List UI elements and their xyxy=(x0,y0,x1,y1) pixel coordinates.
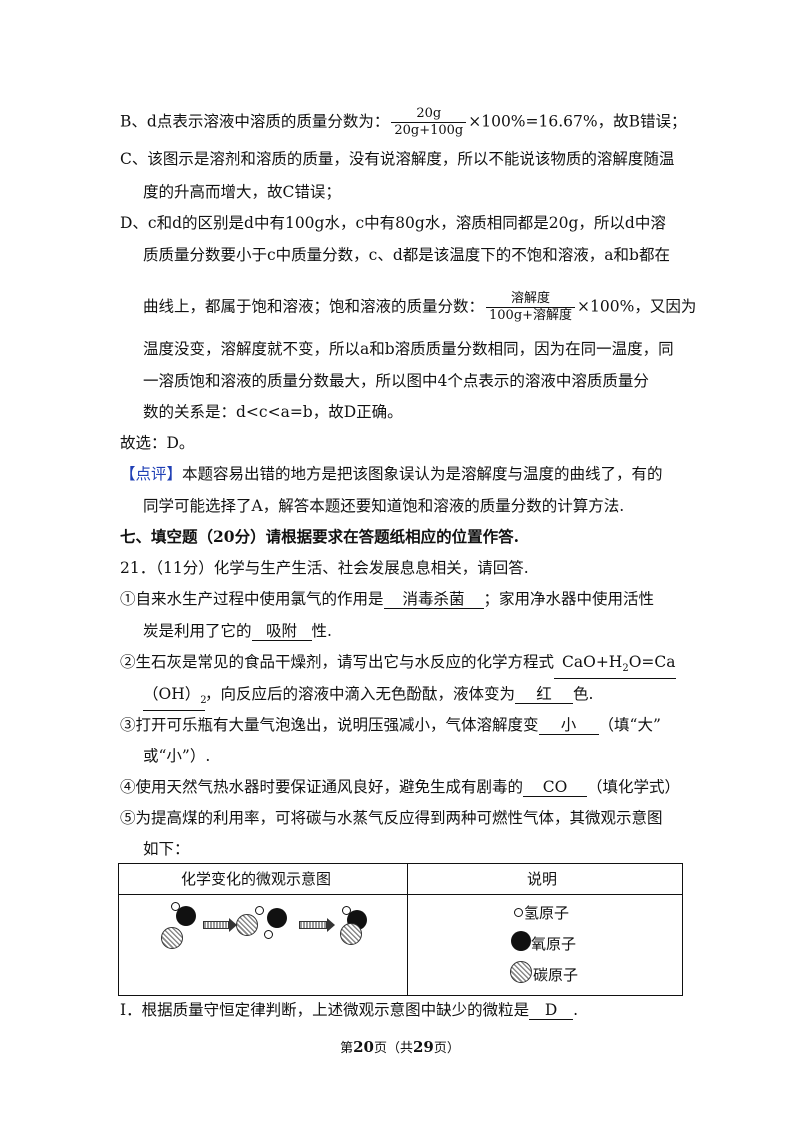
legend-oxygen: 氧原子 xyxy=(531,935,577,953)
table-header-diagram: 化学变化的微观示意图 xyxy=(181,870,332,888)
answer-blank: 红 xyxy=(515,685,574,704)
text: ；家用净水器中使用活性 xyxy=(483,590,655,608)
review-tag: 【点评】 xyxy=(120,465,183,483)
text: O=Ca xyxy=(628,653,676,671)
text: 页（共 xyxy=(373,1041,413,1056)
oxygen-atom-legend-icon xyxy=(511,931,531,951)
table-header-explanation: 说明 xyxy=(527,870,558,888)
page-footer: 第20页（共29页） xyxy=(0,1037,800,1056)
q21-part5-line1: ⑤为提高煤的利用率，可将碳与水蒸气反应得到两种可燃性气体，其微观示意图 xyxy=(120,809,663,827)
option-c-line-2: 度的升高而增大，故C错误； xyxy=(143,183,341,201)
hydrogen-atom xyxy=(342,906,351,915)
text: Ⅰ．根据质量守恒定律判断，上述微观示意图中缺少的微粒是 xyxy=(120,1001,530,1019)
q21-part5-line2: 如下： xyxy=(143,840,190,858)
review-line-1: 【点评】本题容易出错的地方是把该图象误认为是溶解度与温度的曲线了，有的 xyxy=(120,463,663,485)
option-d-line-6: 数的关系是：d<c<a=b，故D正确。 xyxy=(143,403,403,421)
text: （OH） xyxy=(143,685,201,703)
legend-hydrogen: 氢原子 xyxy=(524,904,570,922)
text: B、d点表示溶液中溶质的质量分数为： xyxy=(120,112,390,131)
hydrogen-atom xyxy=(255,906,264,915)
answer-blank: 吸附 xyxy=(251,622,312,641)
text: . xyxy=(573,1001,579,1019)
oxygen-atom xyxy=(267,908,287,928)
option-c-line-1: C、该图示是溶剂和溶质的质量，没有说溶解度，所以不能说该物质的溶解度随温 xyxy=(120,150,675,168)
section-heading: 七、填空题（20分）请根据要求在答题纸相应的位置作答. xyxy=(120,527,519,546)
text: ③打开可乐瓶有大量气泡逸出，说明压强减小，气体溶解度变 xyxy=(120,716,539,734)
q21-part3-line2: 或“小”）. xyxy=(143,747,211,765)
text: ②生石灰是常见的食品干燥剂，请写出它与水反应的化学方程式 xyxy=(120,653,555,671)
option-d-line-5: 一溶质饱和溶液的质量分数最大，所以图中4个点表示的溶液中溶质质量分 xyxy=(143,372,649,390)
carbon-atom xyxy=(161,927,183,949)
text: 色. xyxy=(573,685,594,703)
text: （填化学式） xyxy=(587,778,681,796)
text: 本题容易出错的地方是把该图象误认为是溶解度与温度的曲线了，有的 xyxy=(182,465,663,483)
q21-part3-line1: ③打开可乐瓶有大量气泡逸出，说明压强减小，气体溶解度变小（填“大” xyxy=(120,714,661,736)
legend-carbon: 碳原子 xyxy=(533,966,579,984)
text: ×100%，又因为 xyxy=(577,297,697,316)
reaction-arrow-icon xyxy=(203,918,237,932)
carbon-atom-legend-icon xyxy=(510,961,532,983)
answer-blank: CO xyxy=(523,778,588,797)
answer-blank: （OH）2 xyxy=(143,685,207,712)
page-number: 20 xyxy=(353,1038,374,1056)
oxygen-atom xyxy=(176,906,196,926)
text: ①自来水生产过程中使用氯气的作用是 xyxy=(120,590,384,608)
answer-blank: 消毒杀菌 xyxy=(383,590,484,609)
text: ④使用天然气热水器时要保证通风良好，避免生成有剧毒的 xyxy=(120,778,524,796)
fraction-numerator: 溶解度 xyxy=(486,291,576,308)
option-d-line-4: 温度没变，溶解度就不变，所以a和b溶质质量分数相同，因为在同一温度，同 xyxy=(143,340,674,358)
option-d-line-2: 质质量分数要小于c中质量分数，c、d都是该温度下的不饱和溶液，a和b都在 xyxy=(143,246,670,264)
hydrogen-atom-legend-icon xyxy=(514,908,523,917)
question-21-head: 21．（11分）化学与生产生活、社会发展息息相关，请回答. xyxy=(120,559,529,577)
q21-part1-line1: ①自来水生产过程中使用氯气的作用是消毒杀菌；家用净水器中使用活性 xyxy=(120,588,654,610)
table-divider xyxy=(119,894,682,895)
page-total: 29 xyxy=(413,1038,434,1056)
fraction-denominator: 100g+溶解度 xyxy=(489,308,573,323)
text: 第 xyxy=(340,1041,354,1056)
hydrogen-atom xyxy=(171,902,180,911)
answer-blank: D xyxy=(529,1001,574,1020)
review-line-2: 同学可能选择了A，解答本题还要知道饱和溶液的质量分数的计算方法. xyxy=(143,497,625,515)
carbon-atom xyxy=(340,923,362,945)
answer-choice: 故选：D。 xyxy=(120,434,195,452)
subscript: 2 xyxy=(622,663,629,675)
fraction-denominator: 20g+100g xyxy=(394,123,464,138)
reaction-arrow-icon xyxy=(299,918,335,932)
answer-blank: 小 xyxy=(538,716,599,735)
subscript: 2 xyxy=(200,695,207,707)
text: CaO+H xyxy=(562,653,623,671)
text: （填“大” xyxy=(598,716,661,734)
carbon-atom xyxy=(236,914,258,936)
text: ×100%=16.67%，故B错误； xyxy=(468,112,687,131)
q21-part2-line2: （OH）2，向反应后的溶液中滴入无色酚酞，液体变为红色. xyxy=(143,683,594,712)
answer-blank: CaO+H2O=Ca xyxy=(554,653,676,680)
table-divider xyxy=(407,864,408,995)
q21-part1-line2: 炭是利用了它的吸附性. xyxy=(143,620,332,642)
fraction-numerator: 20g xyxy=(391,106,467,123)
hydrogen-atom xyxy=(264,930,273,939)
text: 曲线上，都属于饱和溶液；饱和溶液的质量分数： xyxy=(143,297,485,316)
text: 炭是利用了它的 xyxy=(143,622,252,640)
text: ，向反应后的溶液中滴入无色酚酞，液体变为 xyxy=(205,685,516,703)
option-d-line-1: D、c和d的区别是d中有100g水，c中有80g水，溶质相同都是20g，所以d中… xyxy=(120,214,666,232)
text: 页） xyxy=(433,1041,460,1056)
text: 性. xyxy=(311,622,332,640)
micro-diagram-table: 化学变化的微观示意图 说明 氢原子 氧原子 碳原子 xyxy=(118,863,683,996)
